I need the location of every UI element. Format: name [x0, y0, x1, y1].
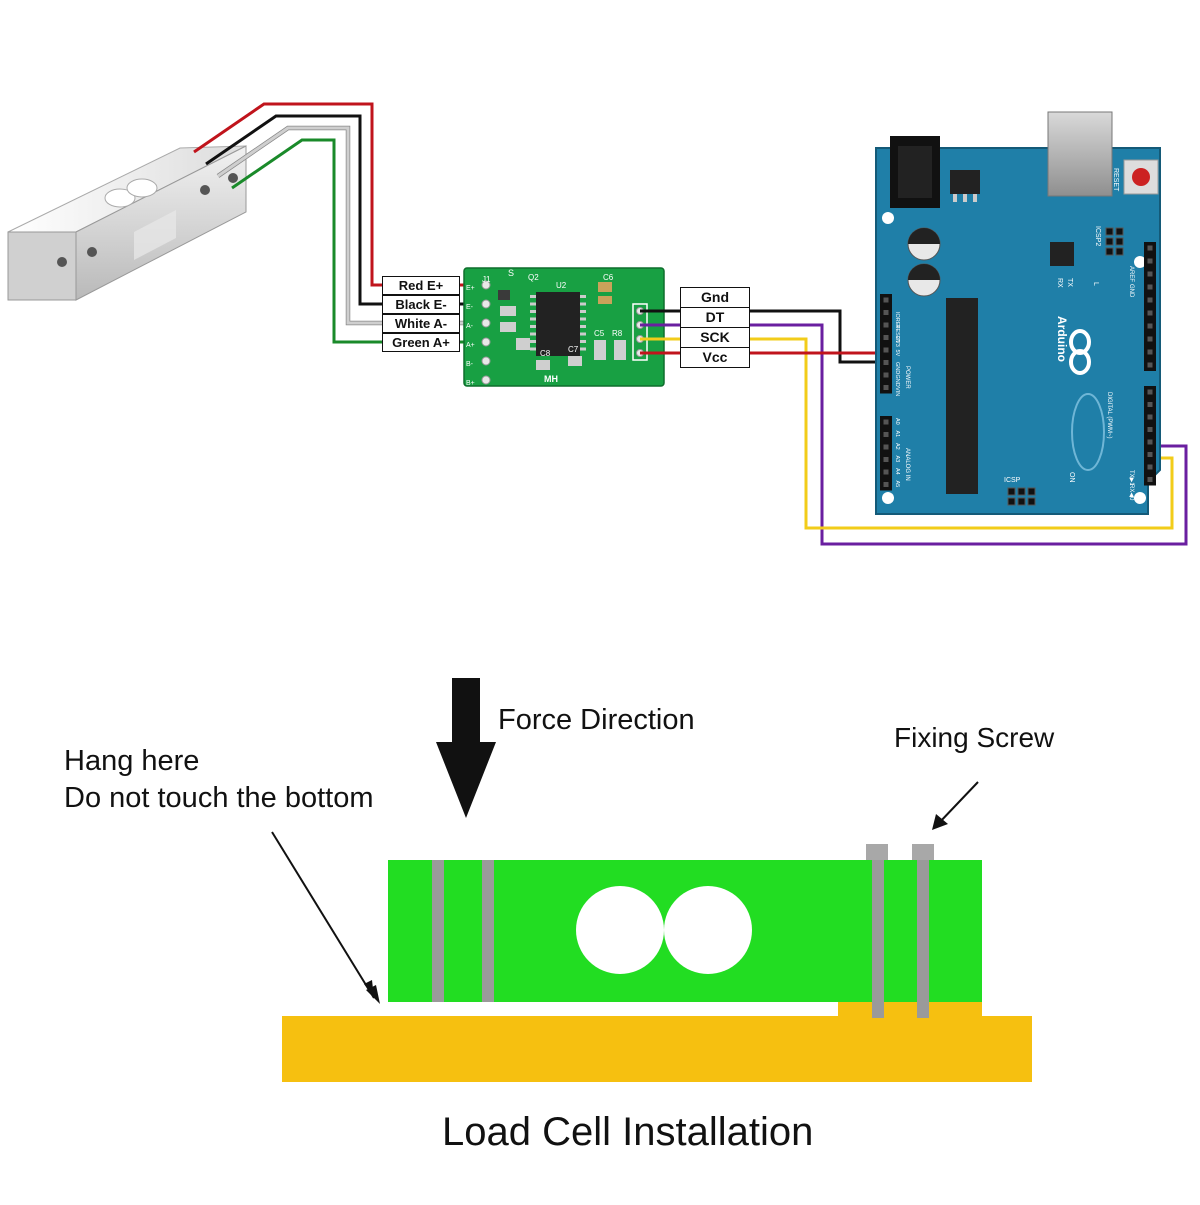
tx-label: TX: [1066, 278, 1073, 287]
fixing-screw-label: Fixing Screw: [894, 722, 1055, 753]
load-cell-pin-label: Black E-: [382, 295, 460, 314]
power-pin-label: GND: [894, 362, 900, 374]
hx711-signal-label: Gnd: [680, 287, 750, 308]
power-pin-label: 3V3: [894, 337, 900, 347]
do-not-touch-label: Do not touch the bottom: [64, 782, 374, 814]
txd-label: TX▶1: [1128, 470, 1134, 486]
hx711-signal-label: SCK: [680, 327, 750, 348]
silk-pin-label: B+: [466, 380, 475, 387]
digital-header-label: DIGITAL (PWM~): [1106, 392, 1112, 439]
icsp-label: ICSP: [1004, 477, 1021, 484]
l-label: L: [1092, 282, 1099, 286]
silk-j1: J1: [482, 275, 491, 284]
load-cell-pin-label: White A-: [382, 314, 460, 333]
power-pin-label: IOREF: [894, 312, 900, 329]
hx711-signal-label: DT: [680, 307, 750, 328]
fixing-screw-head-2: [912, 844, 934, 860]
analog-pin-label: A5: [894, 481, 900, 488]
load-cell-pin-label: Green A+: [382, 333, 460, 352]
hang-pointer-line: [271, 831, 375, 999]
mounting-base: [282, 1016, 1032, 1082]
gnd-label: GND: [1128, 284, 1134, 298]
silk-pin-label: E-: [466, 304, 474, 311]
cell-hole-left: [576, 886, 664, 974]
hx711-signal-label: Vcc: [680, 347, 750, 368]
force-direction-label: Force Direction: [498, 704, 695, 736]
silk-pin-label: A+: [466, 342, 475, 349]
wire-purple: [640, 323, 1188, 546]
silk-pin-label: E+: [466, 285, 475, 292]
silk-c8: C8: [540, 349, 551, 358]
load-cell-bar: [7, 145, 247, 301]
silk-c7: C7: [568, 345, 579, 354]
silk-pin-label: B-: [466, 361, 474, 368]
installation-caption: Load Cell Installation: [442, 1110, 814, 1154]
cell-hole-right: [664, 886, 752, 974]
installation-illustration: [271, 678, 1032, 1082]
silk-s: S: [508, 268, 514, 278]
on-label: ON: [1068, 472, 1075, 483]
arduino-logo-text: Arduino: [1055, 316, 1069, 362]
reset-label: RESET: [1112, 168, 1119, 192]
power-pin-label: VIN: [894, 387, 900, 396]
silk-mh: MH: [544, 374, 558, 384]
analog-header-label: ANALOG IN: [904, 448, 910, 481]
hang-here-label: Hang here: [64, 745, 200, 777]
analog-pin-label: A4: [894, 468, 900, 475]
aref-label: AREF: [1128, 266, 1134, 282]
rxd-label: RX◀0: [1128, 484, 1134, 501]
hx711-board: J1 S Q2 U2 C6 C5 R8 C8 C7 MH E+ E- A- A+ B- B…: [463, 267, 665, 387]
fixing-screw-head-1: [866, 844, 888, 860]
icsp2-label: ICSP2: [1094, 226, 1101, 246]
silk-q2: Q2: [528, 273, 539, 282]
power-header-label: POWER: [904, 366, 910, 389]
rx-label: RX: [1056, 278, 1063, 288]
analog-pin-label: A1: [894, 431, 900, 438]
silk-c5: C5: [594, 329, 605, 338]
silk-u2: U2: [556, 281, 567, 290]
silk-c6: C6: [603, 273, 614, 282]
silk-r8: R8: [612, 329, 623, 338]
screw-pointer-line: [937, 781, 979, 825]
force-arrow-icon: [436, 678, 496, 818]
arduino-uno-board: RESET Arduino ICSP2 ICSP TX RX L ON IOR: [875, 111, 1161, 515]
fixing-screw-2: [917, 860, 929, 1018]
load-cell-pin-label: Red E+: [382, 276, 460, 295]
analog-pin-label: A3: [894, 456, 900, 463]
power-pin-label: 5V: [894, 350, 900, 357]
analog-pin-label: A0: [894, 418, 900, 425]
analog-pin-label: A2: [894, 443, 900, 450]
power-pin-label: RESET: [894, 325, 900, 344]
fixing-screw-1: [872, 860, 884, 1018]
power-pin-label: GND: [894, 375, 900, 387]
silk-pin-label: A-: [466, 323, 474, 330]
wire-yellow: [640, 337, 1174, 530]
mounting-spacer: [838, 1002, 982, 1018]
